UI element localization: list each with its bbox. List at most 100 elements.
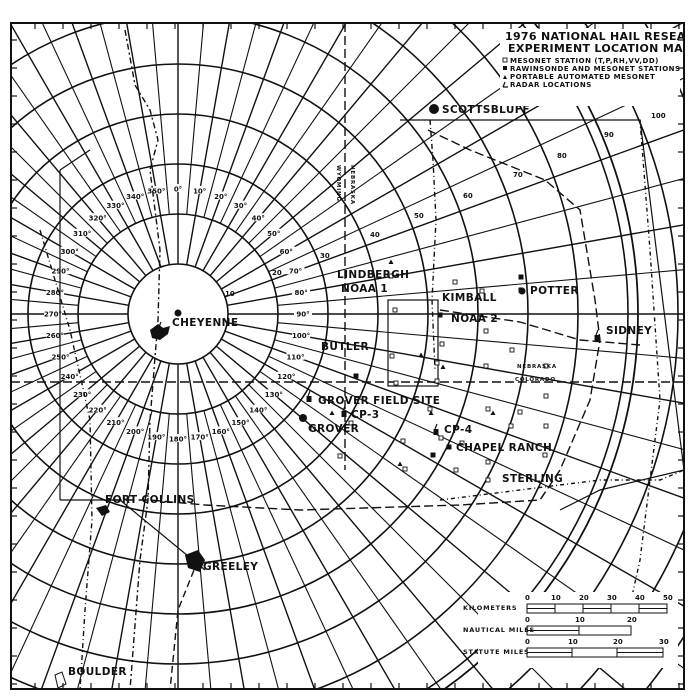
azimuth-radial bbox=[11, 216, 136, 290]
azimuth-radial bbox=[186, 23, 231, 265]
mesonet-station-marker bbox=[479, 288, 485, 294]
azimuth-subradial bbox=[11, 370, 97, 432]
mesonet-station-marker bbox=[485, 477, 491, 483]
radar-icon bbox=[502, 81, 508, 88]
mesonet-station-marker bbox=[348, 420, 354, 426]
place-label-grover-field-site: GROVER FIELD SITE bbox=[318, 395, 440, 407]
azimuth-label: 150° bbox=[231, 419, 249, 427]
svg-text:40: 40 bbox=[635, 594, 645, 602]
azimuth-radial bbox=[11, 23, 154, 272]
azimuth-subradial bbox=[274, 339, 684, 451]
coverage-boundary bbox=[442, 23, 639, 689]
place-label-cheyenne: CHEYENNE bbox=[172, 317, 238, 329]
azimuth-label: 280° bbox=[46, 289, 64, 297]
pam-marker bbox=[428, 410, 434, 415]
azimuth-label: 230° bbox=[73, 391, 91, 399]
azimuth-subradial bbox=[203, 410, 280, 689]
azimuth-radial bbox=[125, 23, 170, 265]
state-labels: WYOMING NEBRASKA NEBRASKA COLORADO bbox=[335, 165, 557, 383]
azimuth-label: 320° bbox=[89, 215, 107, 223]
azimuth-label: 160° bbox=[212, 428, 230, 436]
svg-text:30: 30 bbox=[607, 594, 617, 602]
cheyenne-urban bbox=[150, 324, 170, 340]
azimuth-label: 0° bbox=[174, 186, 182, 194]
mesonet-station-marker bbox=[337, 453, 343, 459]
mesonet-station-marker bbox=[483, 363, 489, 369]
azimuth-radial bbox=[11, 338, 136, 412]
radar-marker bbox=[594, 335, 600, 341]
place-label-potter: POTTER bbox=[530, 285, 579, 297]
mesonet-station-marker bbox=[543, 393, 549, 399]
azimuth-label: 10° bbox=[193, 187, 206, 195]
azimuth-radial bbox=[209, 23, 424, 277]
azimuth-subradial bbox=[144, 413, 170, 689]
fort-collins-urban bbox=[96, 505, 110, 516]
azimuth-radial bbox=[111, 363, 170, 689]
rawinsonde-marker bbox=[518, 274, 524, 280]
radar-marker bbox=[341, 411, 347, 417]
place-label-sterling: STERLING bbox=[502, 473, 563, 485]
place-label-scottsbluff: SCOTTSBLUFF bbox=[442, 104, 530, 116]
azimuth-radial bbox=[194, 23, 285, 268]
azimuth-radial bbox=[224, 330, 684, 499]
km-scale-label: KILOMETERS bbox=[463, 604, 517, 612]
azimuth-radial bbox=[224, 129, 684, 298]
place-label-noaa-2: NOAA 2 bbox=[451, 313, 498, 325]
azimuth-radial bbox=[11, 172, 141, 283]
azimuth-label: 240° bbox=[61, 373, 79, 381]
azimuth-label: 340° bbox=[126, 193, 144, 201]
rawinsonde-marker bbox=[353, 373, 359, 379]
azimuth-subradial bbox=[11, 74, 122, 233]
azimuth-subradial bbox=[277, 269, 684, 306]
pam-stations bbox=[329, 259, 496, 466]
azimuth-subradial bbox=[151, 23, 170, 215]
mesonet-station-marker bbox=[439, 341, 445, 347]
svg-text:30: 30 bbox=[659, 638, 669, 646]
svg-text:0: 0 bbox=[525, 594, 530, 602]
nebraska-vertical-label: NEBRASKA bbox=[349, 165, 355, 205]
azimuth-subradial bbox=[41, 23, 137, 224]
svg-text:0: 0 bbox=[525, 638, 530, 646]
azimuth-subradial bbox=[219, 404, 354, 689]
mesonet-station-marker bbox=[427, 406, 433, 412]
sm-scale-bar bbox=[526, 647, 664, 658]
azimuth-subradial bbox=[11, 395, 122, 554]
azimuth-subradial bbox=[259, 23, 595, 258]
azimuth-radial bbox=[194, 360, 316, 689]
azimuth-subradial bbox=[99, 23, 153, 218]
mesonet-station-marker bbox=[517, 409, 523, 415]
azimuth-radial bbox=[186, 363, 245, 689]
mesonet-station-marker bbox=[438, 435, 444, 441]
mesonet-station-marker bbox=[388, 273, 394, 279]
rawinsonde-marker bbox=[446, 444, 452, 450]
place-label-sidney: SIDNEY bbox=[606, 325, 652, 337]
colorado-label: COLORADO bbox=[515, 377, 556, 383]
legend-title-line2: EXPERIMENT LOCATION MAP bbox=[508, 42, 691, 55]
frame-ticks bbox=[11, 23, 684, 689]
scale-bars: KILOMETERS 0 10 20 30 40 50 NAUTICAL MIL… bbox=[463, 592, 678, 668]
azimuth-radial bbox=[215, 23, 526, 283]
rivers-and-roads bbox=[124, 29, 161, 689]
mesonet-station-marker bbox=[434, 378, 440, 384]
place-label-chapel-ranch: CHAPEL RANCH bbox=[456, 442, 552, 454]
greeley-urban bbox=[185, 550, 205, 572]
azimuth-label: 180° bbox=[169, 436, 187, 444]
azimuth-label: 210° bbox=[106, 419, 124, 427]
pam-marker bbox=[329, 410, 335, 415]
mesonet-station-marker bbox=[542, 452, 548, 458]
azimuth-label: 300° bbox=[61, 248, 79, 256]
azimuth-label: 20° bbox=[214, 193, 227, 201]
open-square-icon bbox=[502, 57, 508, 63]
mesonet-stations bbox=[310, 273, 549, 483]
azimuth-subradial bbox=[248, 23, 470, 244]
place-label-boulder: BOULDER bbox=[68, 666, 127, 678]
rawinsonde-marker bbox=[430, 452, 436, 458]
azimuth-label: 270° bbox=[44, 311, 62, 319]
azimuth-radial bbox=[11, 356, 154, 605]
nebraska-label: NEBRASKA bbox=[517, 364, 557, 370]
svg-text:10: 10 bbox=[575, 616, 585, 624]
azimuth-subradial bbox=[274, 177, 684, 289]
legend: 1976 NATIONAL HAIL RESEARCH EXPERIMENT L… bbox=[500, 28, 691, 106]
